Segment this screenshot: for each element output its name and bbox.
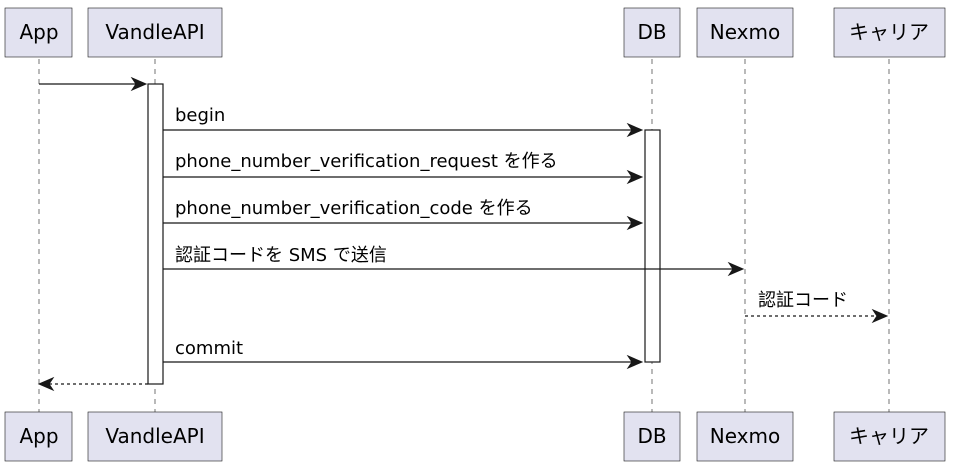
participant-db-top: DB	[623, 7, 681, 58]
participant-db-top-label: DB	[637, 20, 666, 44]
participant-nexmo-bottom-label: Nexmo	[710, 424, 780, 448]
participant-carrier-bottom-label: キャリア	[849, 424, 929, 448]
participant-app-bottom: App	[4, 411, 73, 462]
participant-nexmo-bottom: Nexmo	[696, 411, 794, 462]
message-app-request	[39, 76, 148, 92]
participant-nexmo-top-label: Nexmo	[710, 20, 780, 44]
message-send-sms-arrowhead	[727, 261, 745, 277]
message-commit-arrowhead	[626, 354, 644, 370]
message-commit: commit	[163, 338, 644, 370]
message-app-response-arrowhead	[37, 376, 55, 392]
participant-app-bottom-label: App	[19, 424, 58, 448]
message-create-code-arrowhead	[626, 215, 644, 231]
participant-db-bottom: DB	[623, 411, 681, 462]
participant-carrier-top-label: キャリア	[849, 20, 929, 44]
participant-vandleapi-bottom-label: VandleAPI	[105, 424, 204, 448]
message-create-code-label: phone_number_verification_code を作る	[175, 198, 533, 219]
message-deliver-code: 認証コード	[745, 290, 889, 324]
message-deliver-code-label: 認証コード	[758, 290, 848, 311]
message-commit-label: commit	[175, 338, 243, 359]
activation-vandleapi	[147, 83, 164, 385]
participant-carrier-bottom: キャリア	[833, 411, 946, 462]
participant-carrier-top: キャリア	[833, 7, 946, 58]
message-send-sms: 認証コードを SMS で送信	[163, 245, 745, 277]
participant-nexmo-top: Nexmo	[696, 7, 794, 58]
message-create-request: phone_number_verification_request を作る	[163, 151, 644, 185]
message-begin-arrowhead	[626, 122, 644, 138]
message-create-request-label: phone_number_verification_request を作る	[175, 151, 558, 172]
message-create-code: phone_number_verification_code を作る	[163, 198, 644, 231]
message-app-request-arrowhead	[130, 76, 148, 92]
message-deliver-code-arrowhead	[871, 308, 889, 324]
participant-db-bottom-label: DB	[637, 424, 666, 448]
message-send-sms-label: 認証コードを SMS で送信	[175, 245, 387, 266]
message-begin: begin	[163, 105, 644, 138]
participant-app-top: App	[4, 7, 73, 58]
message-create-request-arrowhead	[626, 169, 644, 185]
message-begin-label: begin	[175, 105, 225, 126]
participant-vandleapi-top-label: VandleAPI	[105, 20, 204, 44]
participant-vandleapi-bottom: VandleAPI	[87, 411, 223, 462]
message-app-response	[37, 376, 148, 392]
activation-db	[644, 129, 661, 363]
participant-app-top-label: App	[19, 20, 58, 44]
participant-vandleapi-top: VandleAPI	[87, 7, 223, 58]
